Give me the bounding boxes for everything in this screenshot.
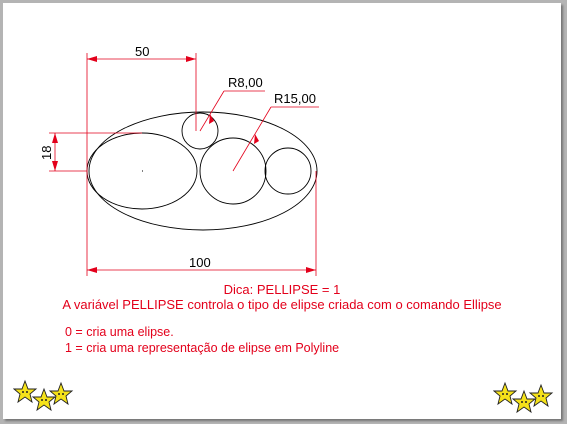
options-list: 0 = cria uma elipse. 1 = cria uma repres… [65, 324, 339, 356]
radius-label-large: R15,00 [274, 91, 316, 106]
option-1: 1 = cria uma representação de elipse em … [65, 341, 340, 355]
small-circle [181, 112, 219, 150]
middle-circle [199, 137, 267, 205]
dim-label-bottom: 100 [189, 255, 211, 270]
right-circle [264, 147, 312, 195]
star-cluster-icon [493, 381, 554, 414]
caption-tip: Dica: PELLIPSE = 1 [223, 282, 341, 297]
leader-small [199, 90, 225, 132]
star-cluster-icon [13, 379, 74, 412]
slide: 50 100 18 R8,00 R15,00 Dica: PELLIPSE = … [3, 3, 561, 419]
outer-ellipse [88, 111, 318, 231]
option-0: 0 = cria uma elipse. [65, 325, 174, 339]
leader-large [232, 106, 272, 172]
radius-label-small: R8,00 [228, 75, 263, 90]
dim-label-top: 50 [135, 44, 149, 59]
caption-description: A variável PELLIPSE controla o tipo de e… [62, 297, 502, 312]
cad-drawing: 50 100 18 R8,00 R15,00 [39, 44, 319, 276]
dim-label-left: 18 [39, 146, 54, 160]
